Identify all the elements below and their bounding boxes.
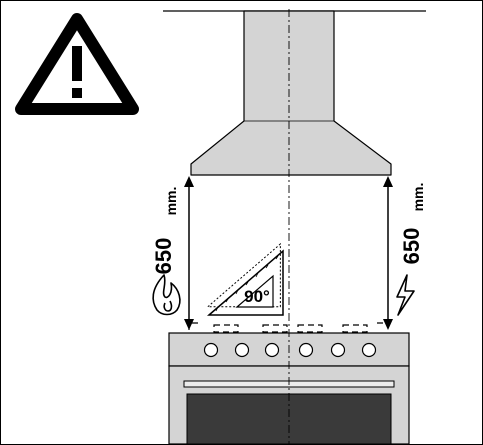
knob [298, 342, 314, 358]
range-hood [190, 10, 392, 176]
knob [330, 342, 346, 358]
right-dimension-line [383, 176, 393, 330]
knob [203, 342, 219, 358]
lightning-bolt-icon [396, 274, 415, 316]
right-dimension-unit: mm. [410, 183, 426, 212]
knob [234, 342, 250, 358]
oven-window [186, 393, 392, 444]
left-dimension-unit: mm. [163, 187, 179, 216]
right-dimension-value: 650 [399, 228, 424, 265]
knob [264, 342, 280, 358]
warning-triangle-icon [15, 13, 139, 115]
set-square: 90° [206, 242, 284, 316]
left-dimension-value: 650 [151, 238, 176, 275]
angle-label: 90° [244, 287, 270, 306]
knob [361, 342, 377, 358]
flame-icon [152, 274, 181, 316]
left-dimension-line [184, 176, 194, 330]
cooktop-burners [188, 322, 389, 333]
